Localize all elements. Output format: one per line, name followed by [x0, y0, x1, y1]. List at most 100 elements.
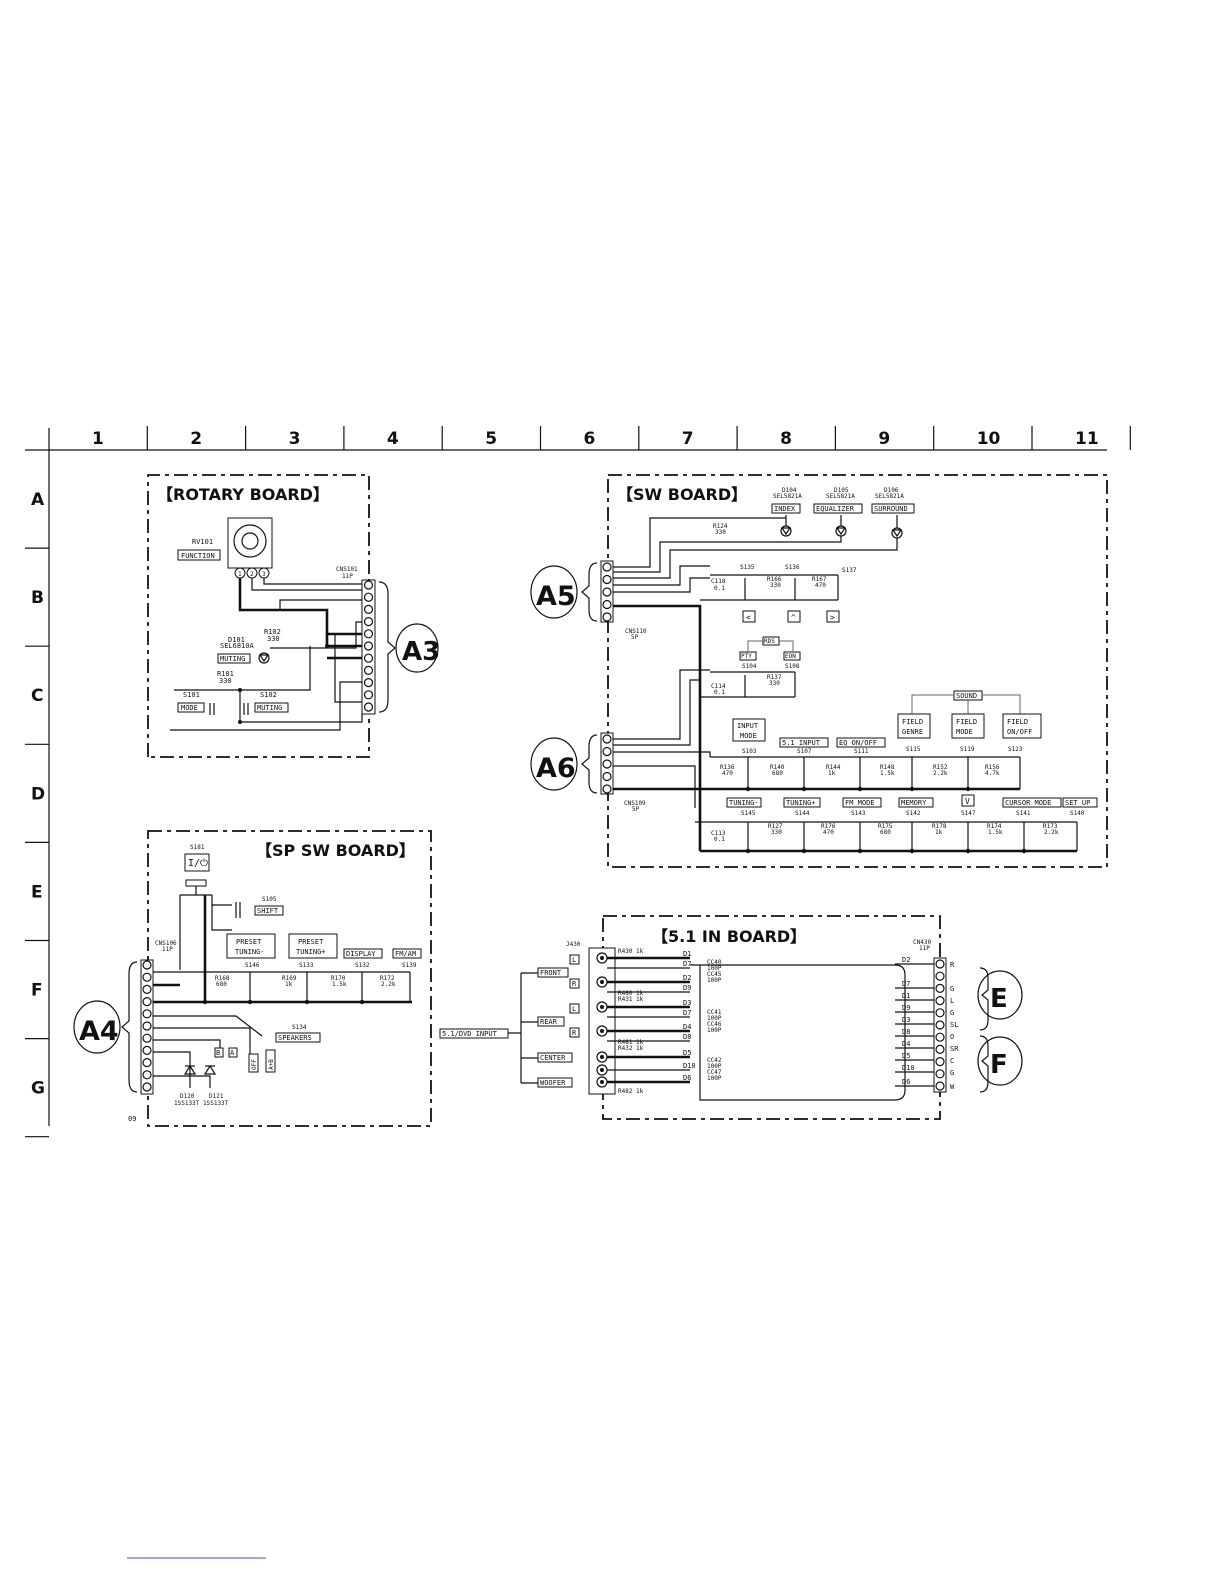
d106-led-icon [891, 527, 903, 539]
connector-pin [935, 1081, 945, 1091]
connector-pin [142, 972, 152, 982]
connector-pin [935, 995, 945, 1006]
muting-switch-box [254, 702, 289, 713]
svg-text:CC42: CC42 [707, 1057, 722, 1064]
net-label: D5 [902, 1052, 910, 1060]
svg-text:REAR: REAR [540, 1018, 558, 1026]
rotary-encoder-body [227, 517, 273, 569]
svg-text:R137: R137 [767, 674, 782, 681]
connector-pin [142, 1057, 152, 1068]
net-label: D10 [683, 1062, 696, 1070]
in51-board-title: 【5.1 IN BOARD】 [652, 927, 806, 946]
svg-text:SEL5821A: SEL5821A [773, 493, 802, 500]
svg-text:S119: S119 [960, 746, 975, 753]
dvd-input-label: 5.1/DVD INPUT [442, 1030, 498, 1038]
connector-pin [602, 562, 612, 572]
svg-text:2.2k: 2.2k [1044, 829, 1059, 836]
sw-row2-junctions [745, 786, 971, 792]
net-label: D9 [902, 1004, 910, 1012]
svg-text:R152: R152 [933, 764, 948, 771]
f-connector-icon [977, 1036, 1023, 1086]
net-label: D3 [902, 1016, 910, 1024]
right-arrow-icon: > [830, 613, 835, 622]
net-label: D10 [902, 1064, 915, 1072]
surround-label: SURROUND [874, 505, 908, 513]
connector-pin [935, 1008, 945, 1018]
down-arrow-icon: V [965, 797, 970, 806]
svg-text:D106: D106 [884, 487, 899, 494]
left-arrow-icon: < [746, 613, 751, 622]
mode-switch-box [177, 702, 205, 713]
svg-text:100P: 100P [707, 977, 722, 984]
svg-text:S145: S145 [741, 810, 756, 817]
svg-text:R102: R102 [264, 628, 281, 636]
grid-column-label: 2 [190, 429, 202, 449]
svg-text:WOOFER: WOOFER [540, 1079, 566, 1087]
svg-text:1SS133T: 1SS133T [174, 1100, 200, 1107]
pin-letter: G [950, 1069, 954, 1077]
svg-text:R432 1k: R432 1k [618, 1045, 644, 1052]
svg-text:L: L [572, 1005, 576, 1013]
svg-text:1k: 1k [828, 770, 836, 777]
svg-text:SEL5821A: SEL5821A [875, 493, 904, 500]
svg-text:100P: 100P [707, 1015, 722, 1022]
pin-letter: R [950, 961, 955, 969]
grid-column-label: 11 [1075, 429, 1099, 449]
pin-letter: G [950, 1009, 954, 1017]
e-connector-icon [977, 970, 1023, 1020]
svg-text:R156: R156 [985, 764, 1000, 771]
svg-text:1.5k: 1.5k [880, 770, 895, 777]
svg-text:S140: S140 [1070, 810, 1085, 817]
svg-text:B: B [216, 1049, 220, 1057]
svg-text:TUNING+: TUNING+ [296, 948, 326, 956]
connector-pin [935, 1044, 945, 1055]
svg-text:FIELD: FIELD [1007, 718, 1028, 726]
svg-text:S107: S107 [797, 748, 812, 755]
connector-pin [142, 984, 152, 995]
svg-text:100P: 100P [707, 1075, 722, 1082]
svg-text:S111: S111 [854, 748, 869, 755]
connector-pin [363, 616, 374, 627]
svg-text:CENTER: CENTER [540, 1054, 566, 1062]
connector-pin [142, 1070, 152, 1080]
connector-pin [363, 665, 374, 676]
function-label: FUNCTION [181, 552, 215, 560]
svg-text:FM MODE: FM MODE [845, 799, 875, 807]
svg-text:R175: R175 [878, 823, 893, 830]
function-box [177, 549, 221, 561]
net-label: D1 [683, 950, 691, 958]
net-label: D7 [902, 980, 910, 988]
sw-board-title: 【SW BOARD】 [617, 485, 747, 504]
svg-text:R168: R168 [215, 975, 230, 982]
svg-text:5P: 5P [632, 806, 640, 813]
svg-text:R: R [572, 980, 577, 988]
svg-text:C118: C118 [711, 578, 726, 585]
svg-text:2: 2 [250, 571, 254, 578]
grid-column-label: 9 [878, 429, 890, 449]
connector-pin [602, 612, 612, 622]
a6-label: A6 [536, 753, 576, 784]
svg-text:2.2k: 2.2k [933, 770, 948, 777]
svg-text:C114: C114 [711, 683, 726, 690]
connector-pin [363, 641, 374, 651]
connector-pin [363, 629, 374, 639]
connector-pin [363, 580, 374, 590]
connector-pin [142, 996, 152, 1007]
svg-text:R174: R174 [987, 823, 1002, 830]
sound-label: SOUND [956, 692, 977, 700]
net-label: D4 [902, 1040, 910, 1048]
connector-pin [602, 734, 612, 744]
svg-text:MUTING: MUTING [257, 704, 282, 712]
pin-letter: G [950, 985, 954, 993]
svg-text:FIELD: FIELD [902, 718, 923, 726]
svg-text:5P: 5P [631, 634, 639, 641]
net-label: D3 [683, 999, 691, 1007]
connector-pin [602, 771, 612, 782]
net-label: D2 [683, 974, 691, 982]
svg-text:TUNING-: TUNING- [235, 948, 265, 956]
power-icon: I/⏻ [188, 858, 208, 869]
svg-text:470: 470 [722, 770, 733, 777]
svg-text:R140: R140 [770, 764, 785, 771]
grid-column-label: 10 [977, 429, 1001, 449]
